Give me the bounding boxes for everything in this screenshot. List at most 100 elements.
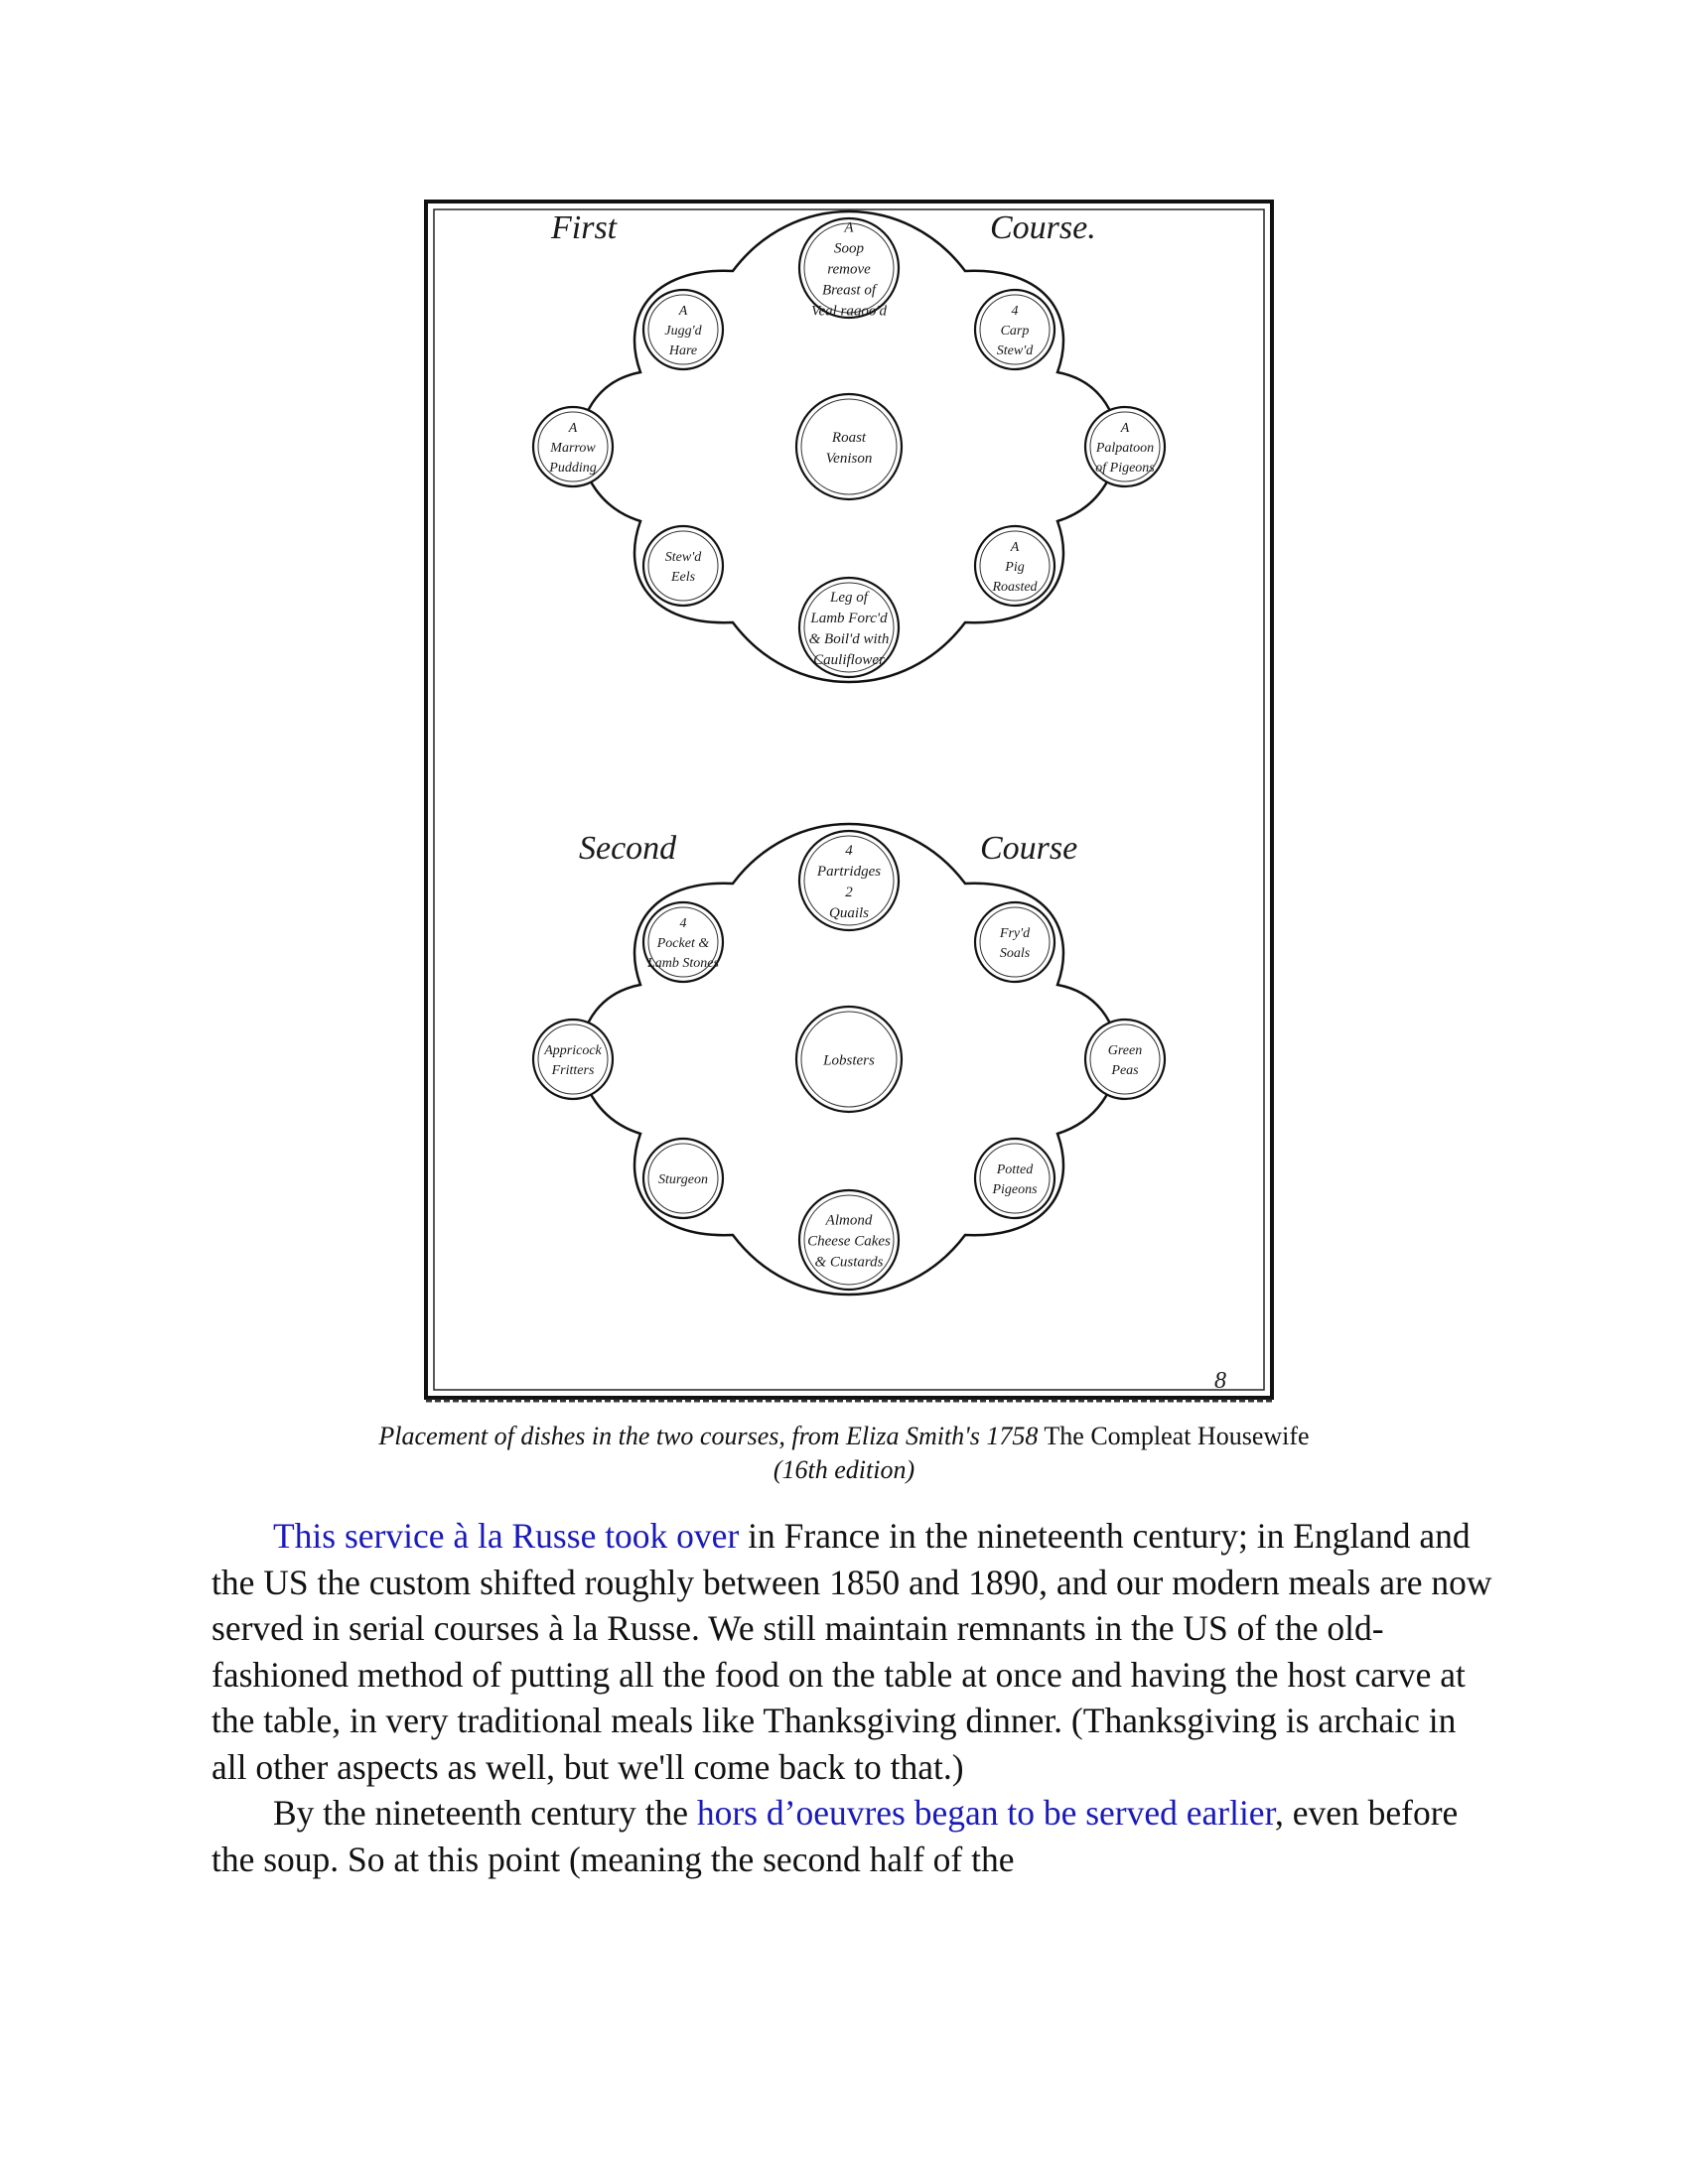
frame-outer xyxy=(424,200,1274,1400)
dish-label: Potted xyxy=(996,1162,1035,1177)
dish-label: Marrow xyxy=(549,441,596,456)
link-hors-doeuvres[interactable]: hors d’oeuvres began to be served earlie… xyxy=(696,1793,1275,1833)
dish-plate-outer xyxy=(641,1137,725,1220)
first-heading-left: First xyxy=(550,209,619,246)
second-heading-left: Second xyxy=(579,830,677,867)
dish-plate-rim xyxy=(647,294,719,365)
paragraph-2-end: , even before the soup. So at this point… xyxy=(211,1793,1459,1879)
dish-label: Eels xyxy=(670,570,696,585)
dish-label: Cheese Cakes xyxy=(807,1233,891,1249)
paragraph-1: This service à la Russe took over in Fra… xyxy=(211,1513,1492,1790)
dish-label: Roasted xyxy=(991,580,1038,595)
dish-plate-rim xyxy=(803,1194,895,1286)
dish-label: Jugg'd xyxy=(664,324,702,339)
dish-plate-rim xyxy=(979,294,1051,365)
dish-label: Palpatoon xyxy=(1095,441,1154,456)
dish-label: Peas xyxy=(1110,1063,1139,1078)
dish-plate-rim xyxy=(803,582,895,673)
dish-label: Pudding xyxy=(548,461,596,476)
dish-label: Pig xyxy=(1004,560,1024,575)
dish-label: Almond xyxy=(825,1212,873,1228)
dish-plate-outer xyxy=(797,216,901,320)
dish-plate-outer xyxy=(531,1018,615,1101)
dish-label: Partridges xyxy=(816,864,881,880)
dish-label: Veal ragoo'd xyxy=(811,303,888,319)
dish-plate-outer xyxy=(973,288,1056,371)
dish-label: Pigeons xyxy=(991,1182,1038,1197)
dish-label: remove xyxy=(827,261,871,277)
first-heading-right: Course. xyxy=(990,209,1096,246)
dish-label: 2 xyxy=(845,885,853,900)
dish-plate-rim xyxy=(647,906,719,978)
dish-plate-rim xyxy=(647,1143,719,1214)
dish-plate-outer xyxy=(973,524,1056,608)
dish-plate-rim xyxy=(800,398,898,495)
dish-label: Hare xyxy=(668,343,697,358)
dish-plate-outer xyxy=(1083,1018,1167,1101)
plate-number: 8 xyxy=(1214,1368,1226,1394)
dish-label: A xyxy=(1120,421,1130,436)
dish-plate-outer xyxy=(973,900,1056,984)
caption-edition: (16th edition) xyxy=(773,1455,915,1484)
link-service-a-la-russe[interactable]: This service à la Russe took over xyxy=(273,1516,740,1556)
paragraph-2-start: By the nineteenth century the xyxy=(273,1793,697,1833)
dish-plate-rim xyxy=(979,906,1051,978)
caption-line-1: Placement of dishes in the two courses, … xyxy=(211,1420,1477,1453)
second-course-dishes-lower-left: Sturgeon xyxy=(641,1137,725,1220)
dish-label: Appricock xyxy=(543,1043,602,1058)
dish-plate-outer xyxy=(797,829,901,932)
dish-plate-outer xyxy=(797,1188,901,1292)
dish-label: Lamb Stones xyxy=(646,956,720,971)
dish-plate-outer xyxy=(641,288,725,371)
dish-label: Stew'd xyxy=(665,550,702,565)
figure-caption: Placement of dishes in the two courses, … xyxy=(211,1420,1477,1487)
dish-label: 4 xyxy=(1012,304,1019,319)
dish-plate-outer xyxy=(641,524,725,608)
dish-plate-rim xyxy=(647,530,719,602)
second-course-dishes-center: Lobsters xyxy=(794,1005,904,1114)
dish-plate-outer xyxy=(641,900,725,984)
dish-label: A xyxy=(678,304,688,319)
body-text: This service à la Russe took over in Fra… xyxy=(211,1513,1492,1882)
dish-label: A xyxy=(1010,540,1020,555)
caption-italic-text: Placement of dishes in the two courses, … xyxy=(378,1422,1039,1450)
dish-plate-rim xyxy=(800,1011,898,1108)
dish-label: Fritters xyxy=(551,1063,595,1078)
dish-label: Fry'd xyxy=(999,926,1031,941)
dish-label: & Boil'd with xyxy=(809,631,890,647)
dish-plate-rim xyxy=(979,1143,1051,1214)
dish-label: Stew'd xyxy=(997,343,1034,358)
dish-plate-outer xyxy=(531,405,615,488)
paragraph-2: By the nineteenth century the hors d’oeu… xyxy=(211,1790,1492,1882)
dish-plate-outer xyxy=(794,392,904,501)
dish-label: 4 xyxy=(845,843,853,859)
dish-label: & Custards xyxy=(814,1254,883,1270)
dish-label: 4 xyxy=(680,916,687,931)
dish-plate-rim xyxy=(1089,411,1161,482)
dish-label: Lamb Forc'd xyxy=(809,611,888,626)
dish-label: Pocket & xyxy=(656,936,710,951)
dish-label: Sturgeon xyxy=(658,1172,708,1187)
dish-label: Breast of xyxy=(822,282,878,298)
dish-label: Venison xyxy=(826,451,873,467)
dish-label: A xyxy=(843,219,854,235)
dish-plate-rim xyxy=(803,835,895,926)
dish-plate-outer xyxy=(797,576,901,679)
dish-label: Carp xyxy=(1001,324,1030,339)
second-heading-right: Course xyxy=(980,830,1077,867)
paragraph-1-text: in France in the nineteenth century; in … xyxy=(211,1516,1492,1787)
dish-plate-rim xyxy=(537,411,609,482)
frame-inner xyxy=(433,208,1265,1391)
dish-plate-rim xyxy=(1089,1024,1161,1095)
